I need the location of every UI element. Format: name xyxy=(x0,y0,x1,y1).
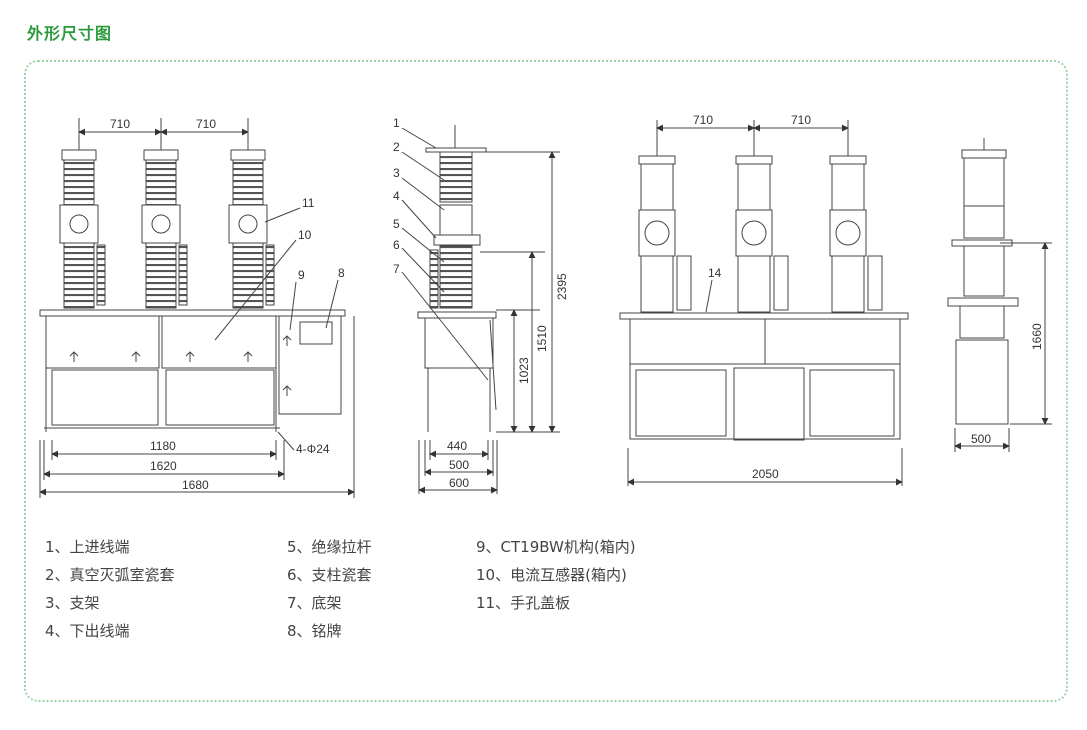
right-pole xyxy=(829,155,883,313)
side-dim-600: 600 xyxy=(449,476,469,490)
side-callout-4: 4 xyxy=(393,189,400,203)
side-callout-7: 7 xyxy=(393,262,400,276)
legend-item: 1、上进线端 xyxy=(45,538,130,556)
end-view xyxy=(947,138,1052,452)
legend-item: 7、底架 xyxy=(287,594,342,612)
legend-item: 6、支柱瓷套 xyxy=(287,566,372,584)
end-dim-500: 500 xyxy=(971,432,991,446)
right-dim-pitch-a: 710 xyxy=(693,113,713,127)
right-pole xyxy=(638,155,692,313)
front-pole xyxy=(141,149,188,309)
legend-item: 9、CT19BW机构(箱内) xyxy=(476,538,636,556)
page-title: 外形尺寸图 xyxy=(27,24,113,43)
front-callout-9: 9 xyxy=(298,268,305,282)
legend-item: 3、支架 xyxy=(45,594,100,612)
side-dim-1510: 1510 xyxy=(535,325,549,352)
front-dim-holes: 4-Φ24 xyxy=(296,442,330,456)
legend-item: 11、手孔盖板 xyxy=(476,594,571,612)
front-dim-pitch-a: 710 xyxy=(110,117,130,131)
right-callout-14: 14 xyxy=(708,266,722,280)
right-view xyxy=(619,120,909,486)
front-callout-10: 10 xyxy=(298,228,312,242)
side-callout-6: 6 xyxy=(393,238,400,252)
side-dim-2395: 2395 xyxy=(555,273,569,300)
legend-item: 4、下出线端 xyxy=(45,622,130,640)
right-dim-pitch-b: 710 xyxy=(791,113,811,127)
legend-item: 10、电流互感器(箱内) xyxy=(476,566,627,584)
right-pole xyxy=(735,155,789,313)
front-pole xyxy=(59,149,106,309)
side-dim-440: 440 xyxy=(447,439,467,453)
front-callout-8: 8 xyxy=(338,266,345,280)
legend-item: 5、绝缘拉杆 xyxy=(287,538,372,556)
right-dim-2050: 2050 xyxy=(752,467,779,481)
front-callout-11: 11 xyxy=(302,196,315,210)
side-callout-2: 2 xyxy=(393,140,400,154)
diagram-frame xyxy=(24,60,1068,702)
end-dim-1660: 1660 xyxy=(1030,323,1044,350)
front-dim-1620: 1620 xyxy=(150,459,177,473)
side-dim-500: 500 xyxy=(449,458,469,472)
front-dim-1180: 1180 xyxy=(150,439,176,453)
front-view xyxy=(39,118,355,498)
side-dim-1023: 1023 xyxy=(517,357,531,384)
side-callout-5: 5 xyxy=(393,217,400,231)
side-callout-1: 1 xyxy=(393,116,400,130)
front-dim-pitch-b: 710 xyxy=(196,117,216,131)
legend-item: 8、铭牌 xyxy=(287,622,342,640)
side-callout-3: 3 xyxy=(393,166,400,180)
legend-item: 2、真空灭弧室瓷套 xyxy=(45,566,175,584)
side-view xyxy=(401,125,560,494)
front-pole xyxy=(228,149,275,309)
front-dim-1680: 1680 xyxy=(182,478,209,492)
